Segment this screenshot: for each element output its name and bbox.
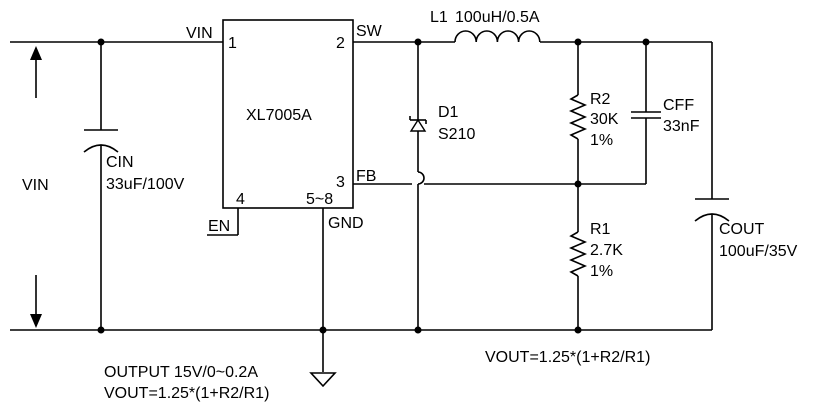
vin-arrow-down bbox=[30, 275, 42, 328]
cout-label: COUT bbox=[719, 221, 765, 238]
output-spec: OUTPUT 15V/0~0.2A bbox=[104, 364, 258, 381]
junction-dot bbox=[574, 180, 582, 188]
cin-label: CIN bbox=[106, 154, 134, 171]
en-pin bbox=[207, 208, 239, 236]
d1-label: D1 bbox=[438, 104, 459, 121]
pin-5-8: 5~8 bbox=[306, 191, 333, 208]
l1-value: 100uH/0.5A bbox=[455, 9, 540, 26]
resistor-r1 bbox=[568, 184, 588, 330]
output-formula: VOUT=1.25*(1+R2/R1) bbox=[104, 385, 269, 402]
r1-tolerance: 1% bbox=[590, 263, 613, 280]
cout-capacitor bbox=[694, 42, 730, 330]
vin-label: VIN bbox=[22, 177, 49, 194]
pin-gnd-name: GND bbox=[328, 215, 364, 232]
junction-dot bbox=[97, 38, 105, 46]
junction-dot bbox=[319, 326, 327, 334]
r1-label: R1 bbox=[590, 221, 611, 238]
r2-value: 30K bbox=[590, 111, 619, 128]
ic-name: XL7005A bbox=[246, 107, 312, 124]
cin-value: 33uF/100V bbox=[106, 176, 185, 193]
cff-label: CFF bbox=[663, 97, 694, 114]
pin-2: 2 bbox=[336, 35, 345, 52]
cff-value: 33nF bbox=[663, 118, 700, 135]
pin-3: 3 bbox=[336, 174, 345, 191]
junction-dot bbox=[574, 326, 582, 334]
inductor-l1 bbox=[454, 30, 541, 43]
ground-symbol bbox=[309, 208, 337, 388]
junction-dot bbox=[414, 326, 422, 334]
r1-value: 2.7K bbox=[590, 242, 623, 259]
cin-capacitor bbox=[83, 42, 119, 330]
junction-dot bbox=[574, 38, 582, 46]
ic-xl7005a bbox=[222, 19, 354, 209]
pin-fb-name: FB bbox=[356, 168, 376, 185]
pin-4: 4 bbox=[236, 191, 245, 208]
junction-dot bbox=[642, 38, 650, 46]
pin-1: 1 bbox=[228, 35, 237, 52]
d1-part: S210 bbox=[438, 126, 475, 143]
diode-d1 bbox=[409, 42, 427, 330]
pin-vin-name: VIN bbox=[186, 25, 213, 42]
r2-label: R2 bbox=[590, 91, 611, 108]
resistor-r2 bbox=[568, 42, 588, 184]
l1-label: L1 bbox=[430, 9, 448, 26]
junction-dot bbox=[414, 38, 422, 46]
pin-sw-name: SW bbox=[356, 23, 383, 40]
vin-arrow-up bbox=[30, 46, 42, 98]
r2-tolerance: 1% bbox=[590, 132, 613, 149]
cff-capacitor bbox=[631, 42, 661, 184]
vout-formula-right: VOUT=1.25*(1+R2/R1) bbox=[485, 349, 650, 366]
junction-dot bbox=[97, 326, 105, 334]
pin-en-name: EN bbox=[208, 218, 230, 235]
cout-value: 100uF/35V bbox=[719, 243, 798, 260]
